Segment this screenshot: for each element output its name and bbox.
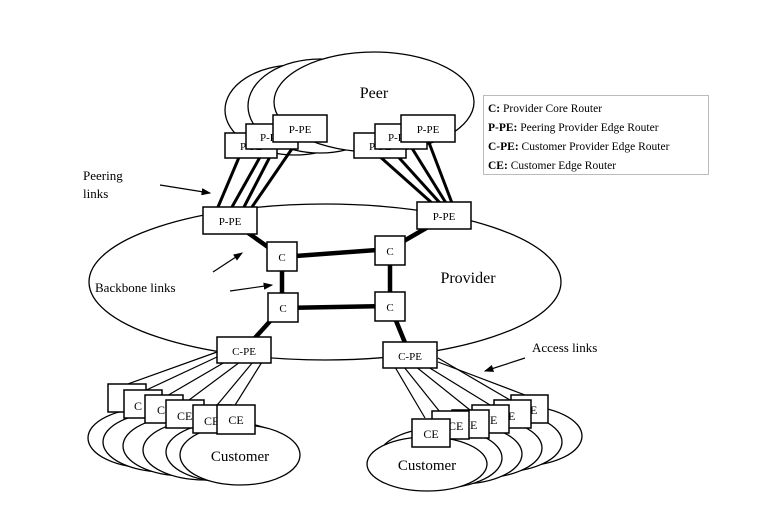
legend: C: Provider Core Router P-PE: Peering Pr…: [483, 95, 709, 175]
peering-links-label-2: links: [83, 186, 108, 201]
svg-text:C: C: [278, 252, 285, 264]
svg-text:CE: CE: [177, 409, 192, 423]
svg-text:C: C: [134, 399, 142, 413]
peering-arrow: [159, 184, 212, 196]
svg-text:P-PE: P-PE: [433, 211, 456, 223]
peer-ppe-routers: P-PE P-PE P-PE P-PE P-PE P-PE: [224, 114, 456, 159]
customer-label-left: Customer: [211, 449, 269, 465]
customer-label-right: Customer: [398, 458, 456, 474]
provider-ellipse: [88, 203, 562, 361]
provider-label: Provider: [440, 270, 496, 287]
cpe-right: [382, 341, 438, 369]
svg-text:E: E: [530, 403, 537, 417]
peering-links-label-1: Peering: [83, 168, 123, 183]
svg-text:C: C: [157, 403, 165, 417]
svg-text:C: C: [386, 246, 393, 258]
svg-text:C: C: [279, 303, 286, 315]
backbone-arrow-1: [212, 252, 244, 273]
svg-text:C-PE: C-PE: [398, 351, 422, 363]
provider-ppe-left: [202, 206, 258, 235]
svg-text:CE: CE: [228, 413, 243, 427]
backbone-arrow-2: [229, 282, 274, 292]
legend-item: C-PE: Customer Provider Edge Router: [488, 141, 670, 153]
cpe-left: [216, 336, 272, 364]
legend-item: C: Provider Core Router: [488, 103, 603, 115]
svg-text:CE: CE: [448, 419, 463, 433]
svg-text:C-PE: C-PE: [232, 346, 256, 358]
legend-item: CE: Customer Edge Router: [488, 160, 617, 172]
peer-label: Peer: [360, 85, 389, 102]
access-arrow: [483, 357, 526, 372]
left-customer-group: Customer C C CE CE CE: [87, 351, 301, 486]
svg-text:E: E: [508, 409, 515, 423]
core-routers: C C C C: [266, 235, 406, 323]
access-links-label: Access links: [532, 340, 597, 355]
svg-text:P-PE: P-PE: [417, 124, 440, 136]
svg-text:C: C: [386, 302, 393, 314]
svg-text:E: E: [470, 418, 477, 432]
svg-text:P-PE: P-PE: [219, 216, 242, 228]
legend-item: P-PE: Peering Provider Edge Router: [488, 122, 659, 134]
provider-ppe-right: [416, 201, 472, 230]
backbone-links-label: Backbone links: [95, 280, 176, 295]
svg-text:P-PE: P-PE: [289, 124, 312, 136]
svg-text:CE: CE: [204, 414, 219, 428]
svg-text:CE: CE: [423, 427, 438, 441]
right-customer-group: Customer E E E E CE CE: [366, 357, 583, 492]
svg-text:E: E: [490, 413, 497, 427]
